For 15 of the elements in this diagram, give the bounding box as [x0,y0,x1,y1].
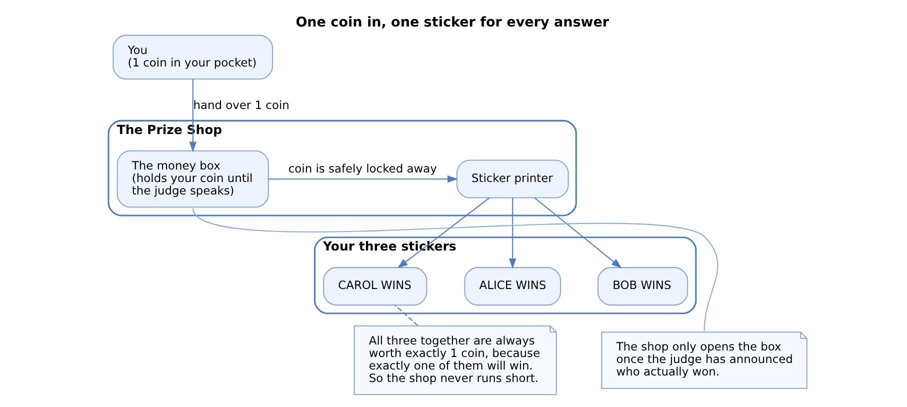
connector [394,304,418,326]
arrow [534,198,622,268]
edge-label: hand over 1 coin [193,98,290,112]
arrow [508,198,516,269]
diagram-title: One coin in, one sticker for every answer [296,14,610,30]
node-box: ALICE WINS [464,267,562,306]
edge-label: coin is safely locked away [288,162,437,176]
arrow [268,175,458,183]
arrow [189,79,196,152]
node-box: BOB WINS [598,267,688,306]
node-box: The money box (holds your coin until the judge speaks) [116,150,269,208]
node-box: CAROL WINS [323,267,428,306]
node-box: You (1 coin in your pocket) [112,34,274,80]
arrow [397,198,490,268]
node-box: Sticker printer [456,160,569,198]
